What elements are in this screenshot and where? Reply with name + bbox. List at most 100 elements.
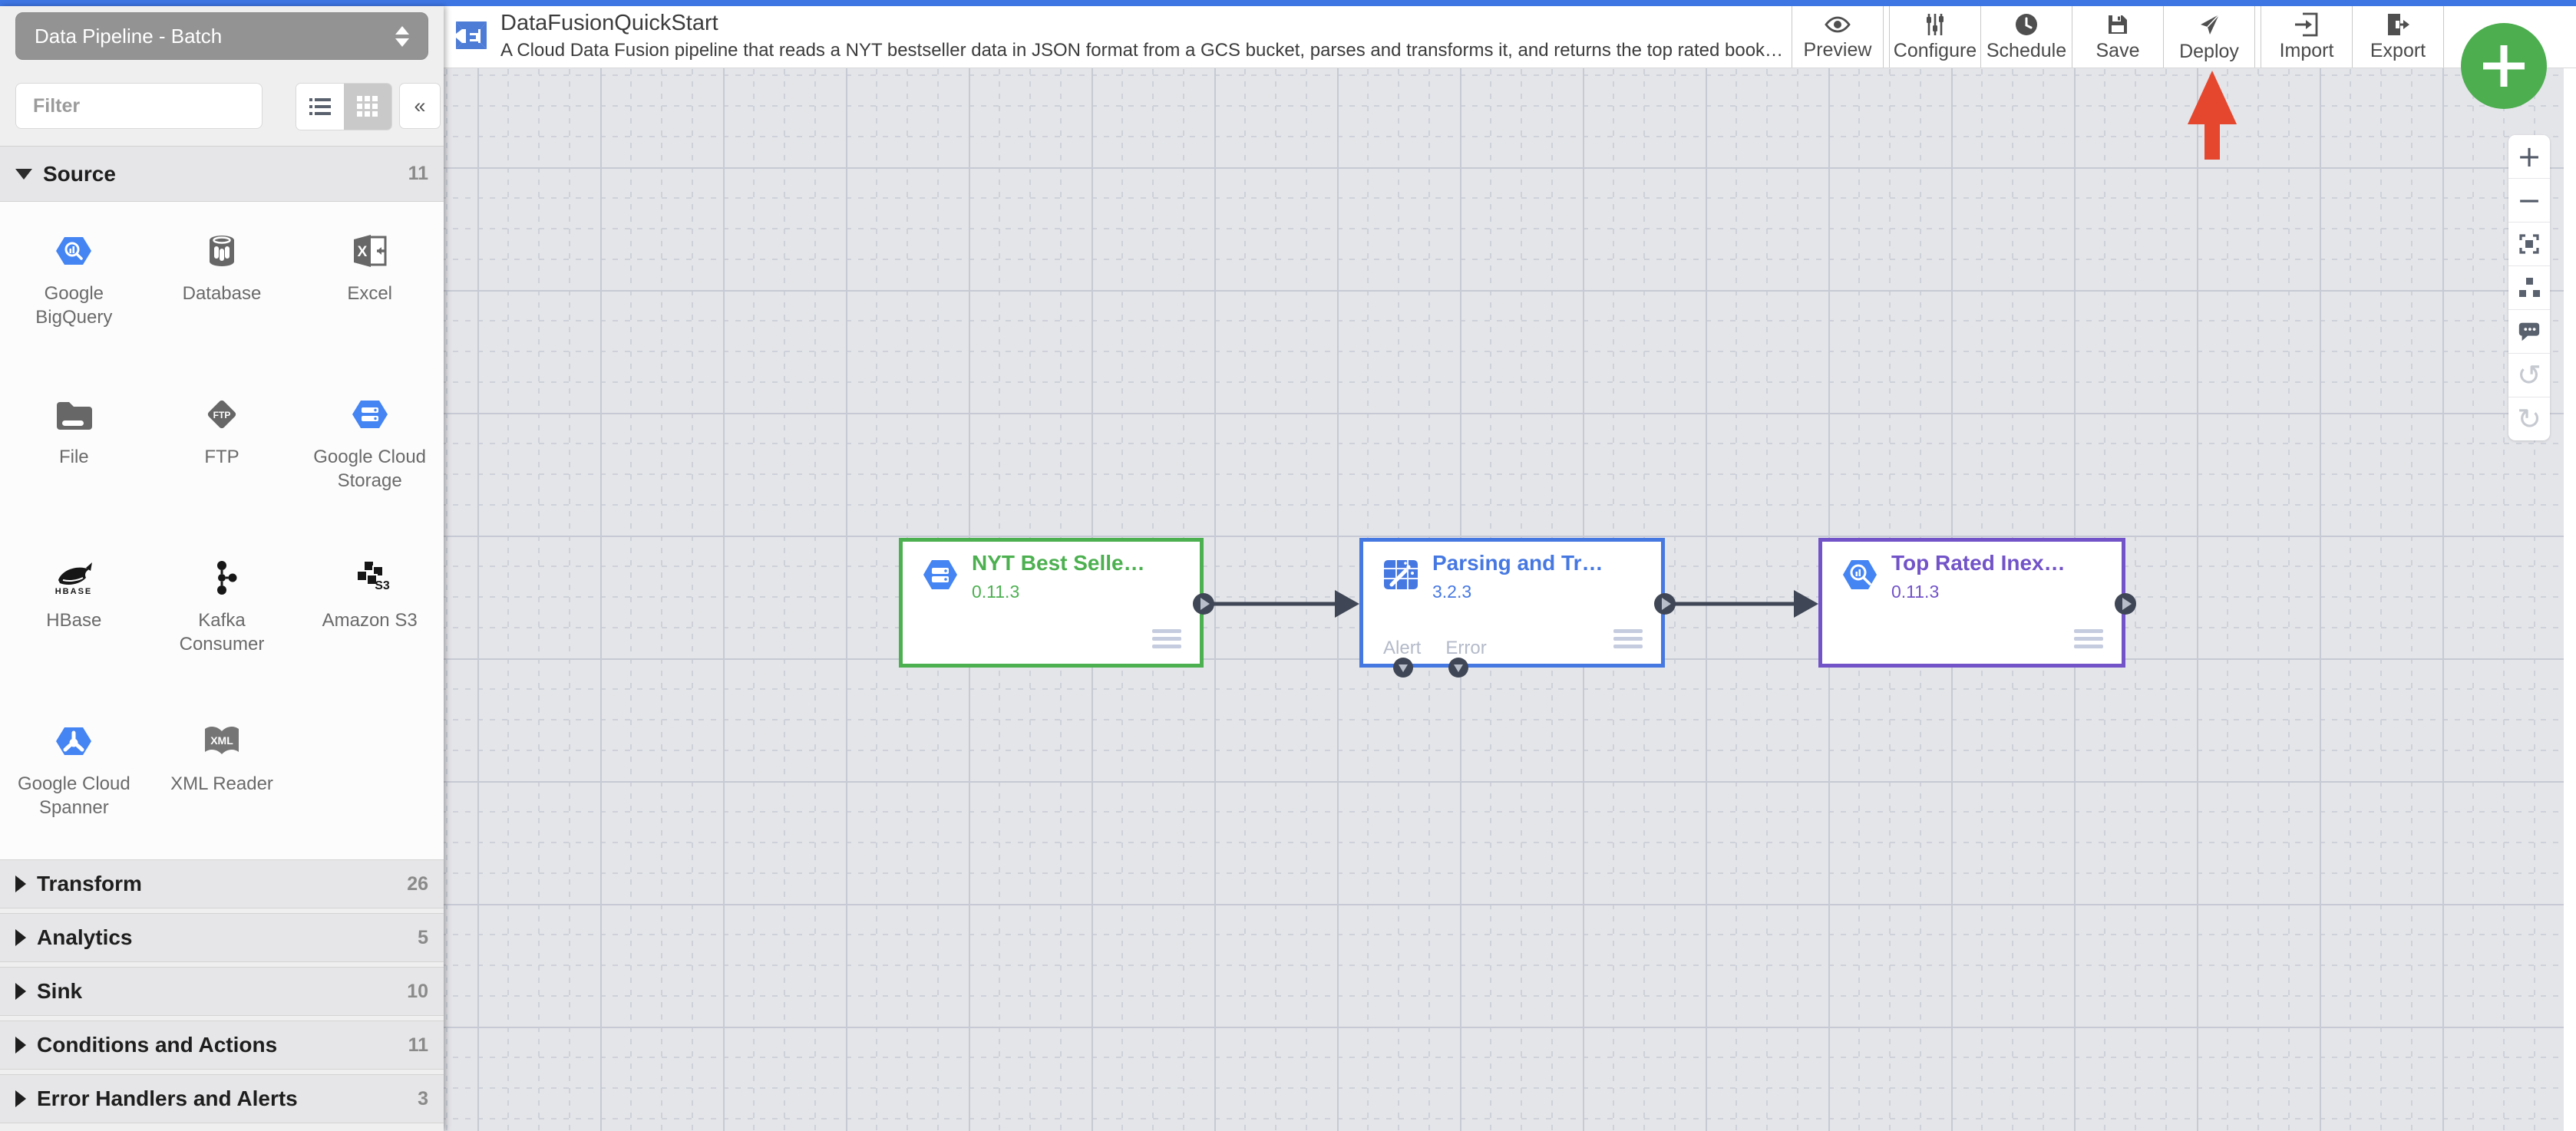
send-icon — [2201, 13, 2220, 35]
deploy-pointer-arrow — [2188, 71, 2237, 160]
list-view-button[interactable] — [296, 84, 344, 130]
pipeline-node-top-rated[interactable]: Top Rated Inex… 0.11.3 — [1818, 538, 2125, 668]
plugin-label: Google BigQuery — [35, 283, 113, 328]
excel-icon: X — [353, 235, 387, 267]
plugin-label: Amazon S3 — [322, 610, 418, 631]
output-port[interactable] — [2115, 593, 2136, 615]
save-button[interactable]: Save — [2072, 6, 2163, 68]
plugin-ftp[interactable]: FTP FTP — [148, 382, 296, 546]
section-sink[interactable]: Sink 10 — [0, 967, 444, 1016]
section-label: Conditions and Actions — [37, 1033, 278, 1057]
comment-icon — [2518, 322, 2540, 341]
configure-button[interactable]: Configure — [1890, 6, 1980, 68]
toolbar-divider-double — [2254, 6, 2261, 68]
output-port[interactable] — [1654, 593, 1676, 615]
deploy-button[interactable]: Deploy — [2164, 6, 2254, 68]
plugin-kafka-consumer[interactable]: Kafka Consumer — [148, 546, 296, 709]
zoom-in-button[interactable]: + — [2508, 135, 2550, 179]
section-label: Analytics — [37, 925, 133, 949]
export-icon — [2388, 13, 2409, 35]
pipeline-type-label: Data Pipeline - Batch — [35, 24, 223, 48]
alert-port[interactable] — [1393, 658, 1413, 678]
collapse-glyph: « — [414, 94, 426, 117]
section-count: 11 — [408, 163, 428, 184]
preview-button[interactable]: Preview — [1792, 6, 1883, 68]
auto-align-button[interactable] — [2508, 266, 2550, 310]
pipeline-node-nyt-best-sellers[interactable]: NYT Best Selle… 0.11.3 — [899, 538, 1204, 668]
plugin-google-bigquery[interactable]: Google BigQuery — [0, 219, 148, 382]
plugin-database[interactable]: Database — [148, 219, 296, 382]
plugin-excel[interactable]: X Excel — [296, 219, 444, 382]
plugin-label: Google Cloud Spanner — [17, 773, 130, 818]
section-error-handlers-and-alerts[interactable]: Error Handlers and Alerts 3 — [0, 1074, 444, 1123]
caret-right-icon — [15, 983, 26, 1000]
button-label: Schedule — [1986, 39, 2067, 61]
redo-button[interactable]: ↻ — [2508, 397, 2550, 440]
svg-text:XML: XML — [210, 734, 233, 747]
section-source[interactable]: Source 11 — [0, 146, 444, 202]
schedule-button[interactable]: Schedule — [1981, 6, 2072, 68]
svg-text:X: X — [357, 244, 367, 260]
section-count: 11 — [408, 1034, 428, 1056]
button-label: Export — [2370, 39, 2426, 61]
ftp-diamond-icon: FTP — [207, 400, 236, 429]
node-title: Top Rated Inex… — [1891, 551, 2066, 575]
toolbar-divider-double — [1883, 6, 1890, 68]
caret-right-icon — [15, 929, 26, 946]
button-label: Deploy — [2179, 40, 2239, 62]
plugin-amazon-s3[interactable]: S3 Amazon S3 — [296, 546, 444, 709]
section-count: 3 — [418, 1087, 428, 1110]
canvas-control-panel: + − ↺ ↻ — [2508, 135, 2550, 440]
error-port[interactable] — [1448, 658, 1468, 678]
toolbar-divider — [1980, 6, 1981, 68]
button-label: Preview — [1803, 38, 1872, 61]
toolbar-divider — [2352, 6, 2353, 68]
dropdown-arrows-icon — [395, 25, 409, 47]
section-analytics[interactable]: Analytics 5 — [0, 913, 444, 962]
kafka-icon — [216, 561, 237, 595]
output-port[interactable] — [1193, 593, 1214, 615]
plugin-label: XML Reader — [170, 773, 273, 794]
plugin-google-cloud-spanner[interactable]: Google Cloud Spanner — [0, 709, 148, 872]
node-menu-icon[interactable] — [1152, 625, 1181, 648]
auto-align-icon — [2519, 278, 2540, 297]
fit-to-screen-button[interactable] — [2508, 223, 2550, 266]
plugin-file[interactable]: File — [0, 382, 148, 546]
pipeline-header: DataFusionQuickStart A Cloud Data Fusion… — [444, 6, 2576, 68]
section-conditions-and-actions[interactable]: Conditions and Actions 11 — [0, 1021, 444, 1070]
plugin-hbase[interactable]: HBASE HBase — [0, 546, 148, 709]
pipeline-type-dropdown[interactable]: Data Pipeline - Batch — [15, 12, 428, 60]
view-toggle — [296, 83, 392, 130]
folder-icon — [57, 402, 93, 430]
svg-text:FTP: FTP — [213, 410, 231, 420]
zoom-out-button[interactable]: − — [2508, 179, 2550, 223]
section-count: 26 — [407, 872, 428, 895]
section-label: Transform — [37, 872, 142, 895]
export-button[interactable]: Export — [2353, 6, 2443, 68]
list-icon — [309, 98, 331, 115]
collapse-sidebar-button[interactable]: « — [399, 83, 441, 129]
bigquery-hexagon-icon — [1843, 560, 1877, 589]
grid-view-button[interactable] — [344, 84, 391, 130]
add-entity-button[interactable] — [2461, 23, 2547, 109]
bigquery-hexagon-icon — [56, 237, 92, 265]
plugin-google-cloud-storage[interactable]: Google Cloud Storage — [296, 382, 444, 546]
filter-input[interactable] — [15, 83, 263, 129]
undo-icon: ↺ — [2517, 358, 2541, 392]
plugin-label: Excel — [347, 283, 392, 304]
node-menu-icon[interactable] — [1613, 625, 1643, 648]
plugin-xml-reader[interactable]: XML XML Reader — [148, 709, 296, 872]
node-menu-icon[interactable] — [2074, 625, 2103, 648]
import-button[interactable]: Import — [2261, 6, 2352, 68]
plugin-label: Database — [182, 283, 262, 304]
section-transform[interactable]: Transform 26 — [0, 859, 444, 908]
grid-icon — [357, 96, 378, 117]
comment-button[interactable] — [2508, 310, 2550, 354]
plugin-sidebar: Data Pipeline - Batch — [0, 6, 444, 1131]
pipeline-canvas[interactable]: NYT Best Selle… 0.11.3 Parsing and Tr… 3… — [444, 68, 2564, 1131]
undo-button[interactable]: ↺ — [2508, 354, 2550, 397]
s3-cubes-icon: S3 — [355, 560, 390, 592]
section-count: 5 — [418, 926, 428, 948]
svg-text:HBASE: HBASE — [55, 587, 93, 596]
